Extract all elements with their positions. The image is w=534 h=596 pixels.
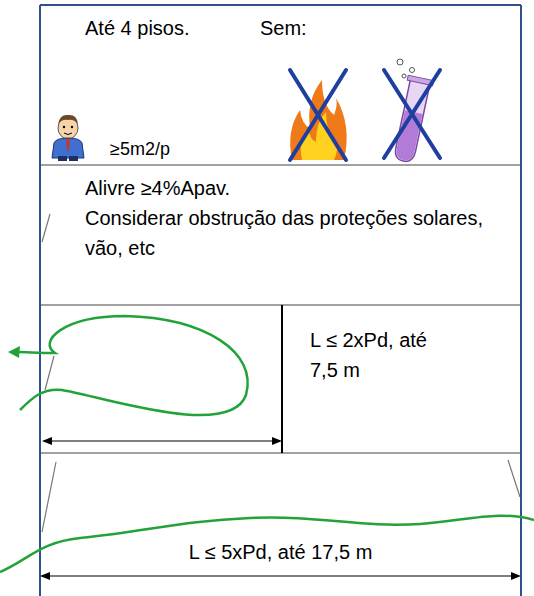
cell-text: Alivre ≥4%Apav. bbox=[85, 173, 505, 203]
opening-band: Alivre ≥4%Apav.Considerar obstrução das … bbox=[40, 165, 521, 305]
airflow-line bbox=[0, 516, 534, 572]
row-divider bbox=[40, 452, 521, 453]
dimension-line bbox=[44, 440, 280, 441]
window-mark bbox=[45, 356, 54, 390]
fire-icon bbox=[290, 70, 347, 160]
airflow-loop bbox=[18, 316, 248, 415]
cell-text: L ≤ 2xPd, até 7,5 m bbox=[310, 325, 440, 385]
dimension-arrowhead bbox=[511, 572, 521, 580]
frame-top bbox=[40, 4, 521, 6]
window-mark bbox=[42, 462, 56, 532]
dimension-arrowhead bbox=[42, 437, 52, 445]
dimension-arrowhead bbox=[272, 437, 282, 445]
conditions-band: Até 4 pisos.Sem: ≥5m2/p bbox=[40, 5, 521, 165]
cross-ventilation-band: L ≤ 5xPd, até 17,5 m bbox=[40, 453, 521, 596]
frame-right bbox=[520, 5, 522, 596]
cell-text: Considerar obstrução das proteções solar… bbox=[85, 203, 510, 263]
cell-text: ≥5m2/p bbox=[110, 136, 230, 163]
window-mark bbox=[42, 214, 50, 242]
window-mark bbox=[508, 460, 520, 497]
frame-left bbox=[39, 5, 41, 596]
single-side-cell: L ≤ 2xPd, até 7,5 m bbox=[282, 305, 521, 453]
airflow-arrowhead bbox=[8, 346, 20, 358]
row-divider bbox=[40, 304, 521, 305]
dimension-line bbox=[42, 575, 519, 576]
cell-divider bbox=[281, 305, 283, 453]
person-icon bbox=[52, 115, 84, 161]
row-divider bbox=[40, 164, 521, 165]
cell-text: L ≤ 5xPd, até 17,5 m bbox=[40, 537, 521, 567]
test-tube-icon bbox=[384, 59, 440, 164]
cell-text: Até 4 pisos. bbox=[85, 13, 255, 43]
dimension-arrowhead bbox=[40, 572, 50, 580]
cell-text: Sem: bbox=[260, 13, 340, 43]
